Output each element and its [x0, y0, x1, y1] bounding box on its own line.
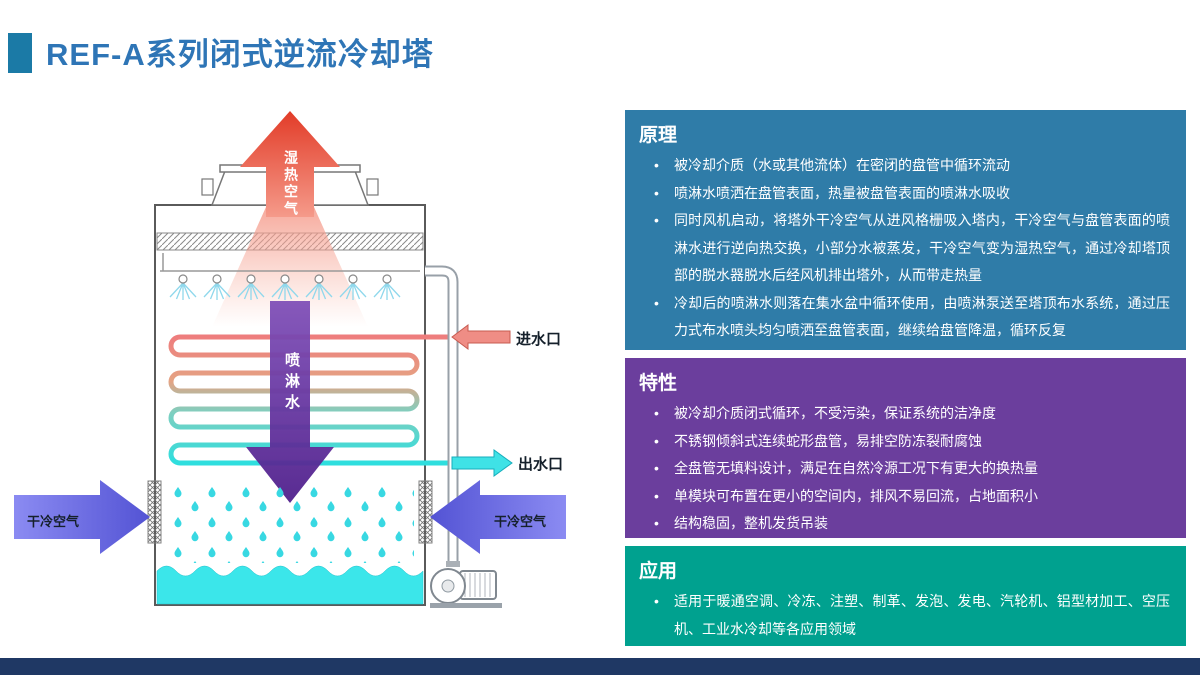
- principle-item-text: 喷淋水喷洒在盘管表面，热量被盘管表面的喷淋水吸收: [674, 184, 1010, 201]
- bullet-icon: •: [654, 487, 659, 504]
- bullet-icon: •: [654, 294, 659, 311]
- cooling-tower-diagram: [0, 95, 620, 661]
- bullet-icon: •: [654, 460, 659, 476]
- principle-item-text: 冷却后的喷淋水则落在集水盆中循环使用，由喷淋泵送至塔顶布水系统，通过压力式布水喷…: [674, 294, 1170, 339]
- water-drops: [168, 487, 414, 563]
- water-outlet-label: 出水口: [518, 456, 564, 473]
- feature-item-text: 被冷却介质闭式循环，不受污染，保证系统的洁净度: [674, 405, 996, 421]
- panel-principle-list: • 被冷却介质（水或其他流体）在密闭的盘管中循环流动 • 喷淋水喷洒在盘管表面，热量…: [639, 152, 1170, 345]
- spray-pump: [430, 568, 502, 608]
- panel-principle: 原理 • 被冷却介质（水或其他流体）在密闭的盘管中循环流动 • 喷淋水喷洒在盘管表面…: [625, 110, 1186, 350]
- principle-item-text: 同时风机启动，将塔外干冷空气从进风格栅吸入塔内，干冷空气与盘管表面的喷淋水进行逆…: [674, 212, 1170, 283]
- feature-item-text: 单模块可布置在更小的空间内，排风不易回流，占地面积小: [674, 487, 1038, 504]
- intake-grille-right: [418, 480, 433, 544]
- principle-item: • 被冷却介质（水或其他流体）在密闭的盘管中循环流动: [639, 152, 1170, 180]
- cold-air-arrow-left: [14, 480, 150, 554]
- hot-humid-air-label: 湿热空气: [283, 150, 299, 218]
- panel-features-title: 特性: [639, 373, 678, 394]
- feature-item: • 被冷却介质闭式循环，不受污染，保证系统的洁净度: [639, 400, 1170, 428]
- footer-bar: [0, 658, 1200, 675]
- title-accent-square: [8, 33, 32, 73]
- feature-item-text: 不锈钢倾斜式连续蛇形盘管，易排空防冻裂耐腐蚀: [674, 432, 982, 449]
- hot-air-arrow: [240, 111, 340, 217]
- bullet-icon: •: [654, 184, 659, 201]
- panel-application: 应用 • 适用于暖通空调、冷冻、注塑、制革、发泡、发电、汽轮机、铝型材加工、空压 …: [625, 546, 1186, 646]
- application-item-text: 适用于暖通空调、冷冻、注塑、制革、发泡、发电、汽轮机、铝型材加工、空压 机、工业…: [674, 593, 1170, 637]
- cold-air-arrow-right: [430, 480, 566, 554]
- bullet-icon: •: [654, 515, 659, 531]
- intake-grille-left: [147, 480, 162, 544]
- feature-item-text: 结构稳固，整机发货吊装: [674, 515, 828, 531]
- page-title: REF-A系列闭式逆流冷却塔: [46, 37, 434, 72]
- feature-item: • 单模块可布置在更小的空间内，排风不易回流，占地面积小: [639, 483, 1170, 511]
- riser-pipe: [425, 265, 460, 567]
- coil-serpentine: [168, 334, 452, 466]
- principle-item: • 喷淋水喷洒在盘管表面，热量被盘管表面的喷淋水吸收: [639, 180, 1170, 208]
- feature-item: • 全盘管无填料设计，满足在自然冷源工况下有更大的换热量: [639, 455, 1170, 483]
- panel-features: 特性 • 被冷却介质闭式循环，不受污染，保证系统的洁净度 • 不锈钢倾斜式连续蛇形盘…: [625, 358, 1186, 538]
- panel-features-list: • 被冷却介质闭式循环，不受污染，保证系统的洁净度 • 不锈钢倾斜式连续蛇形盘管，易…: [639, 400, 1170, 538]
- inlet-arrow: [451, 324, 511, 350]
- bullet-icon: •: [654, 405, 659, 421]
- bullet-icon: •: [654, 432, 659, 449]
- bullet-icon: •: [654, 157, 659, 173]
- spray-water-label: 喷淋水: [283, 352, 300, 415]
- panel-application-title: 应用: [639, 561, 678, 582]
- application-item: • 适用于暖通空调、冷冻、注塑、制革、发泡、发电、汽轮机、铝型材加工、空压 机、工…: [639, 588, 1170, 643]
- panel-application-list: • 适用于暖通空调、冷冻、注塑、制革、发泡、发电、汽轮机、铝型材加工、空压 机、工…: [639, 588, 1170, 643]
- cooling-tower-svg: [14, 111, 566, 608]
- water-inlet-label: 进水口: [516, 331, 562, 348]
- principle-item-text: 被冷却介质（水或其他流体）在密闭的盘管中循环流动: [674, 157, 1010, 173]
- dry-cold-air-left-label: 干冷空气: [27, 514, 80, 529]
- principle-item: • 冷却后的喷淋水则落在集水盆中循环使用，由喷淋泵送至塔顶布水系统，通过压力式布水…: [639, 290, 1170, 345]
- outlet-arrow: [451, 449, 513, 477]
- principle-item: • 同时风机启动，将塔外干冷空气从进风格栅吸入塔内，干冷空气与盘管表面的喷淋水进行…: [639, 207, 1170, 290]
- bullet-icon: •: [654, 593, 659, 609]
- feature-item: • 结构稳固，整机发货吊装: [639, 510, 1170, 538]
- basin-water: [156, 565, 424, 605]
- dry-cold-air-right-label: 干冷空气: [494, 514, 547, 529]
- spray-water-arrow: [246, 301, 334, 503]
- panel-principle-title: 原理: [639, 125, 678, 146]
- bullet-icon: •: [654, 212, 659, 228]
- spray-nozzles: [160, 253, 420, 301]
- feature-item: • 不锈钢倾斜式连续蛇形盘管，易排空防冻裂耐腐蚀: [639, 428, 1170, 456]
- feature-item-text: 全盘管无填料设计，满足在自然冷源工况下有更大的换热量: [674, 460, 1038, 476]
